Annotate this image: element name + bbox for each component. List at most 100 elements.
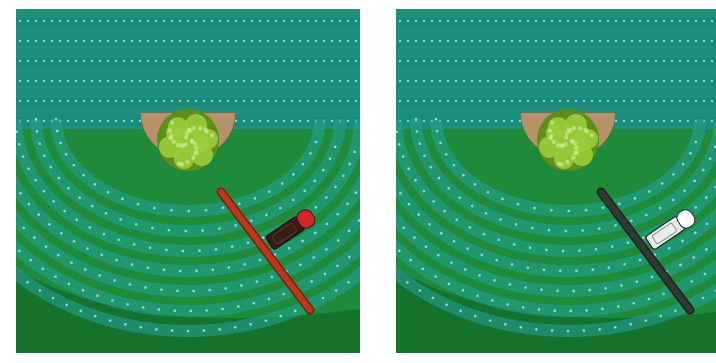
row-dot bbox=[302, 163, 305, 166]
row-dot bbox=[170, 209, 173, 212]
row-dot bbox=[487, 60, 489, 62]
row-dot bbox=[342, 174, 345, 177]
row-dot bbox=[551, 100, 553, 102]
row-dot bbox=[402, 226, 405, 229]
row-dot bbox=[45, 245, 48, 248]
row-dot bbox=[567, 210, 570, 213]
row-dot bbox=[155, 20, 157, 22]
row-dot bbox=[27, 80, 29, 82]
row-dot bbox=[506, 303, 509, 306]
row-dot bbox=[58, 177, 61, 180]
tree-highlight bbox=[578, 126, 582, 130]
row-dot bbox=[339, 40, 341, 42]
row-dot bbox=[524, 286, 527, 289]
row-dot bbox=[94, 315, 97, 318]
row-dot bbox=[599, 60, 601, 62]
row-dot bbox=[694, 232, 697, 235]
row-dot bbox=[588, 289, 591, 292]
tree-highlight bbox=[549, 134, 553, 138]
row-dot bbox=[147, 80, 149, 82]
row-dot bbox=[623, 40, 625, 42]
row-dot bbox=[107, 20, 109, 22]
row-dot bbox=[219, 100, 221, 102]
row-dot bbox=[163, 100, 165, 102]
row-dot bbox=[339, 80, 341, 82]
tree-highlight bbox=[194, 146, 198, 150]
row-dot bbox=[211, 60, 213, 62]
row-dot bbox=[429, 166, 432, 169]
row-dot bbox=[629, 323, 632, 326]
row-dot bbox=[218, 328, 221, 331]
row-dot bbox=[291, 60, 293, 62]
row-dot bbox=[259, 100, 261, 102]
row-dot bbox=[68, 283, 71, 286]
row-dot bbox=[627, 241, 630, 244]
row-dot bbox=[439, 20, 441, 22]
row-dot bbox=[447, 120, 449, 122]
row-dot bbox=[79, 310, 82, 313]
row-dot bbox=[235, 80, 237, 82]
row-band bbox=[396, 17, 716, 26]
row-dot bbox=[655, 40, 657, 42]
row-dot bbox=[355, 100, 357, 102]
row-dot bbox=[607, 100, 609, 102]
row-dot bbox=[489, 319, 492, 322]
row-dot bbox=[123, 120, 125, 122]
row-dot bbox=[115, 20, 117, 22]
row-dot bbox=[495, 80, 497, 82]
row-dot bbox=[51, 40, 53, 42]
row-dot bbox=[59, 142, 62, 145]
row-dot bbox=[275, 60, 277, 62]
row-dot bbox=[19, 100, 21, 102]
row-dot bbox=[662, 293, 665, 296]
row-dot bbox=[259, 20, 261, 22]
row-dot bbox=[331, 80, 333, 82]
tree-highlight bbox=[169, 134, 173, 138]
row-dot bbox=[406, 281, 409, 284]
row-dot bbox=[347, 120, 349, 122]
row-dot bbox=[538, 308, 541, 311]
row-dot bbox=[55, 118, 58, 121]
row-dot bbox=[325, 196, 328, 199]
row-dot bbox=[618, 202, 621, 205]
row-dot bbox=[711, 20, 713, 22]
row-dot bbox=[529, 246, 532, 249]
row-dot bbox=[147, 20, 149, 22]
row-dot bbox=[527, 80, 529, 82]
row-dot bbox=[661, 182, 664, 185]
row-dot bbox=[43, 20, 45, 22]
row-dot bbox=[251, 60, 253, 62]
row-dot bbox=[527, 60, 529, 62]
row-dot bbox=[227, 20, 229, 22]
row-dot bbox=[235, 20, 237, 22]
row-dot bbox=[623, 100, 625, 102]
row-dot bbox=[679, 80, 681, 82]
row-dot bbox=[647, 20, 649, 22]
row-dot bbox=[144, 286, 147, 289]
tree-highlight bbox=[550, 120, 554, 124]
row-dot bbox=[131, 120, 133, 122]
row-dot bbox=[458, 196, 461, 199]
row-dot bbox=[695, 20, 697, 22]
row-dot bbox=[602, 206, 605, 209]
row-dot bbox=[91, 40, 93, 42]
row-dot bbox=[355, 191, 358, 194]
row-dot bbox=[115, 259, 118, 262]
row-dot bbox=[399, 100, 401, 102]
row-dot bbox=[179, 40, 181, 42]
row-dot bbox=[203, 329, 206, 332]
tree-highlight bbox=[185, 160, 189, 164]
row-dot bbox=[455, 100, 457, 102]
row-dot bbox=[315, 100, 317, 102]
row-dot bbox=[19, 40, 21, 42]
row-dot bbox=[407, 100, 409, 102]
row-dot bbox=[67, 100, 69, 102]
row-dot bbox=[407, 167, 410, 170]
tree-highlight bbox=[185, 131, 189, 135]
row-dot bbox=[495, 100, 497, 102]
row-dot bbox=[283, 100, 285, 102]
row-dot bbox=[139, 20, 141, 22]
row-dot bbox=[623, 263, 626, 266]
row-dot bbox=[423, 40, 425, 42]
row-dot bbox=[227, 40, 229, 42]
